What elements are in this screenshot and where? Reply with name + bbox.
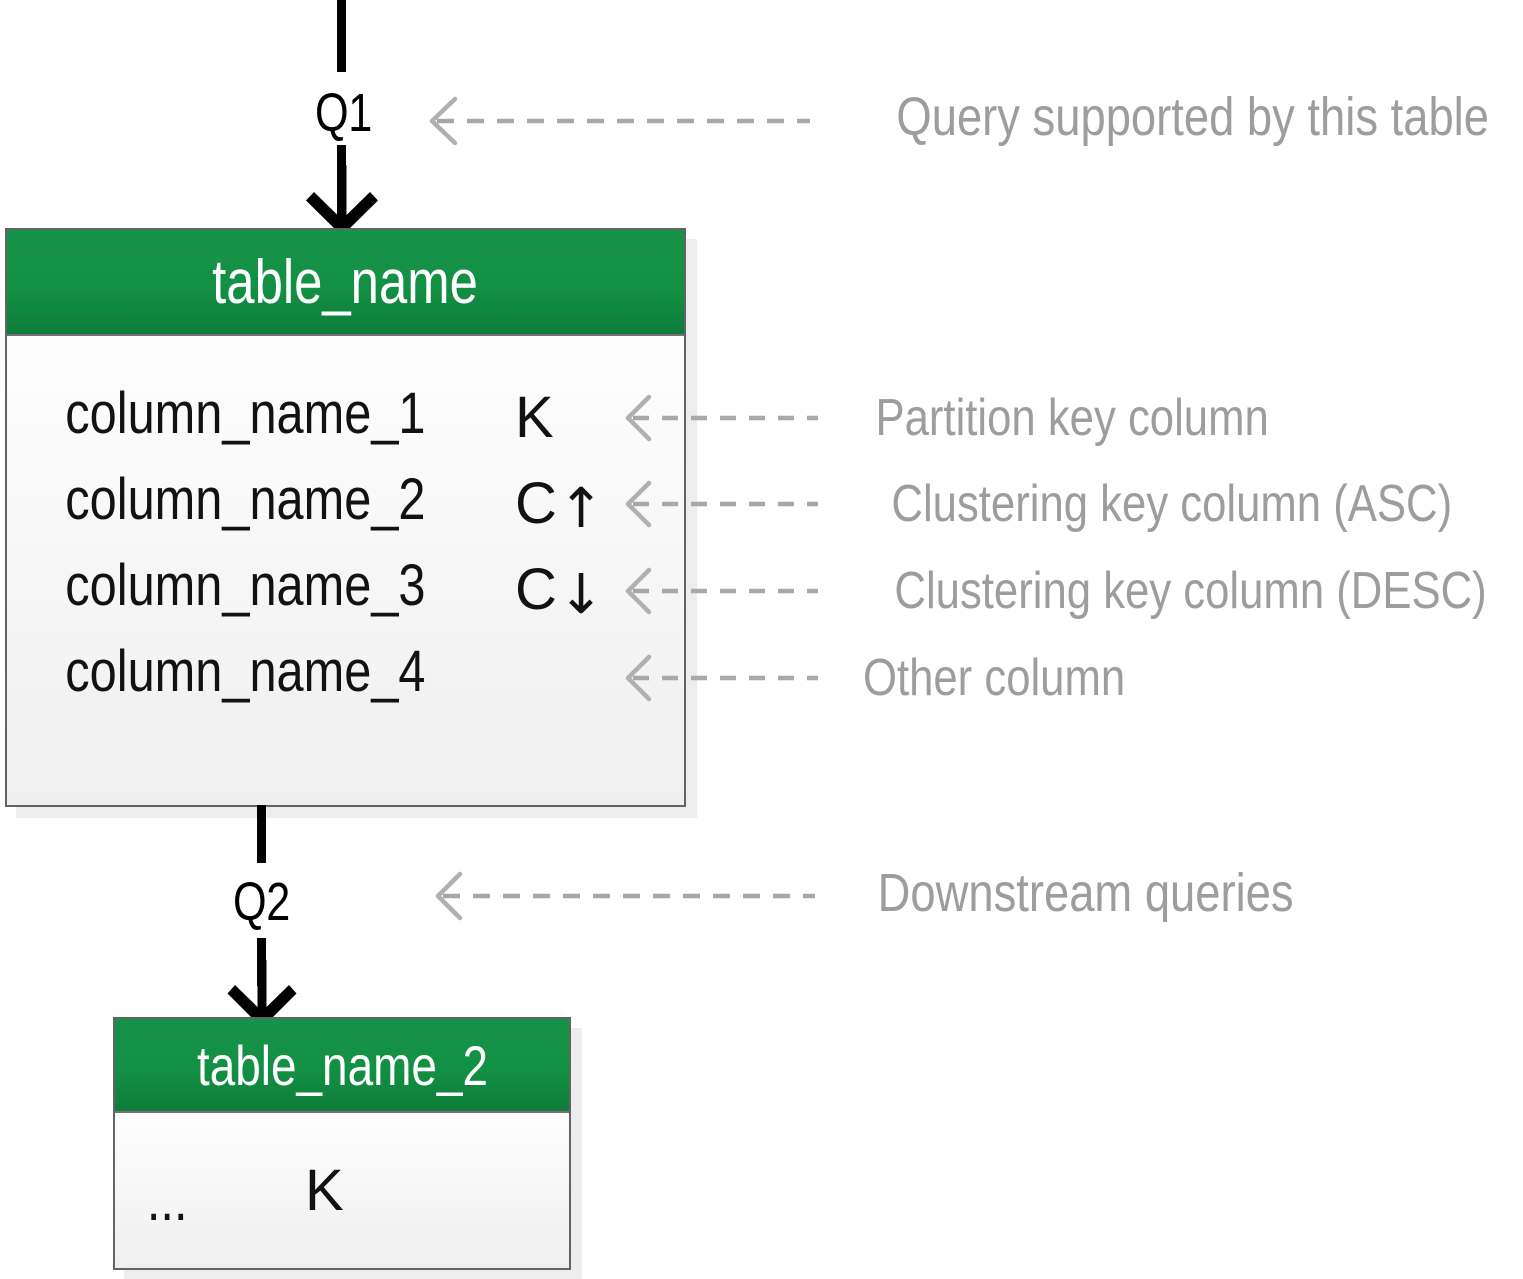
annotation-arrow-query-supported-icon	[429, 96, 810, 146]
annotation-downstream-queries: Downstream queries	[877, 863, 1294, 923]
annotation-partition-key: Partition key column	[875, 389, 1269, 447]
table-row[interactable]: column_name_3 C↓	[7, 542, 684, 628]
annotation-clustering-desc: Clustering key column (DESC)	[894, 562, 1487, 620]
table-row[interactable]: column_name_1 K	[7, 370, 684, 456]
table-card-table_name[interactable]: table_name column_name_1 K column_name_2…	[5, 228, 686, 807]
column-name: ...	[146, 1168, 188, 1233]
column-name: column_name_4	[65, 638, 426, 704]
table-body-table_name_2: ... K	[115, 1113, 569, 1268]
q2-label: Q2	[233, 872, 290, 932]
q1-line-lower	[337, 145, 346, 215]
q2-line-upper	[257, 805, 266, 863]
annotation-clustering-asc: Clustering key column (ASC)	[891, 475, 1453, 533]
annotation-query-supported: Query supported by this table	[896, 87, 1489, 147]
table-header-table_name: table_name	[7, 230, 684, 336]
table-title: table_name	[212, 248, 479, 317]
column-key-marker: C↑	[515, 471, 605, 540]
table-row[interactable]: column_name_4	[7, 628, 684, 714]
column-name: column_name_3	[65, 552, 426, 618]
q1-line-upper	[337, 0, 346, 72]
table-row[interactable]: column_name_2 C↑	[7, 456, 684, 542]
annotation-arrow-downstream-queries-icon	[435, 871, 815, 921]
column-key-marker: C↓	[515, 557, 605, 626]
table-body-table_name: column_name_1 K column_name_2 C↑ column_…	[7, 336, 684, 805]
q1-label: Q1	[315, 83, 372, 143]
column-key-marker: K	[515, 385, 554, 450]
annotation-other-column: Other column	[862, 649, 1126, 707]
column-key-marker: K	[305, 1158, 344, 1223]
q2-line-lower	[257, 938, 266, 986]
column-name: column_name_2	[65, 466, 426, 532]
table-row[interactable]: ... K	[115, 1113, 569, 1268]
column-name: column_name_1	[65, 380, 426, 446]
table-title: table_name_2	[196, 1034, 488, 1097]
table-header-table_name_2: table_name_2	[115, 1019, 569, 1113]
table-card-table_name_2[interactable]: table_name_2 ... K	[113, 1017, 571, 1270]
